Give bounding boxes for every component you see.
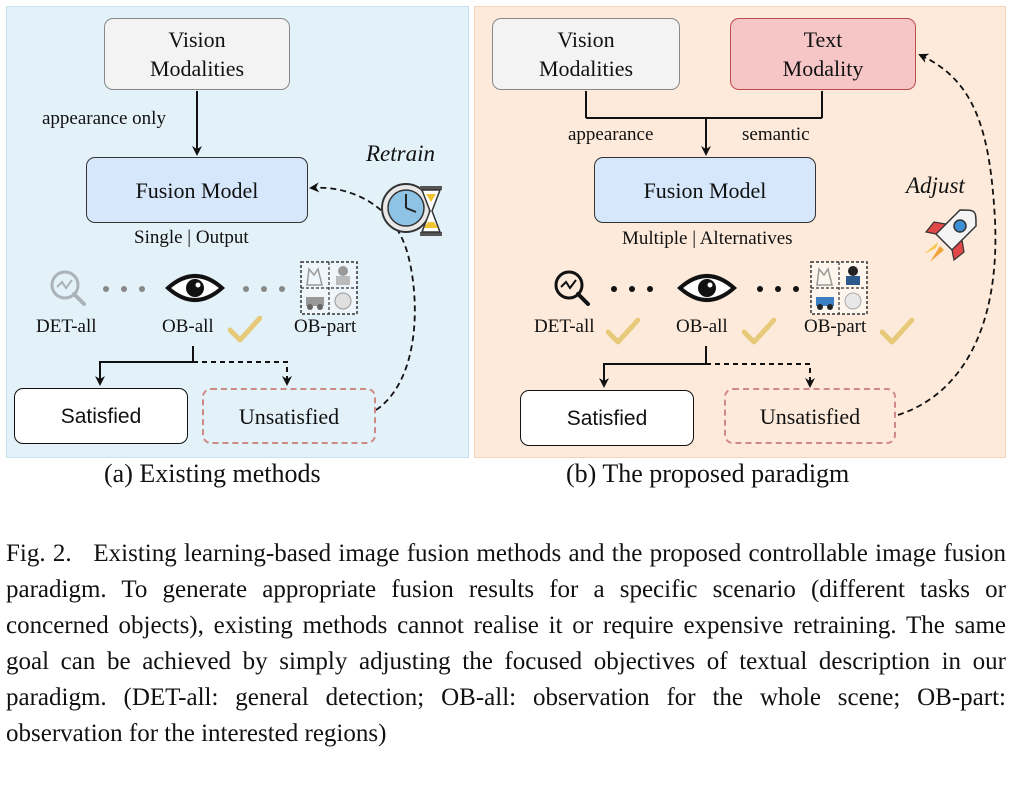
- semantic-label: semantic: [742, 124, 810, 145]
- text-modality-box: Text Modality: [730, 18, 916, 90]
- single-output-label: Single | Output: [134, 227, 249, 248]
- eye-icon: [165, 274, 225, 302]
- unsatisfied-box-a: Unsatisfied: [202, 388, 376, 444]
- rocket-icon: [924, 209, 977, 262]
- det-all-label-a: DET-all: [36, 316, 97, 337]
- vision-modalities-box-b: Vision Modalities: [492, 18, 680, 90]
- det-all-label-b: DET-all: [534, 316, 595, 337]
- ob-part-label-a: OB-part: [294, 316, 357, 337]
- image-grid-icon: [810, 261, 868, 315]
- ob-part-label-b: OB-part: [804, 316, 867, 337]
- ob-all-label-a: OB-all: [162, 316, 214, 337]
- fusion-model-box-b: Fusion Model: [594, 157, 816, 223]
- appearance-label-b: appearance: [568, 124, 654, 145]
- ob-all-label-b: OB-all: [676, 316, 728, 337]
- satisfied-box-b: Satisfied: [520, 390, 694, 446]
- check-icon: [606, 318, 640, 345]
- check-icon: [880, 318, 914, 345]
- image-grid-icon: [300, 261, 358, 315]
- figure-caption: Fig. 2. Existing learning-based image fu…: [6, 536, 1006, 752]
- subcaption-b: (b) The proposed paradigm: [566, 459, 850, 488]
- check-icon: [228, 316, 262, 343]
- figure-number: Fig. 2.: [6, 540, 72, 567]
- figure-caption-text: Existing learning-based image fusion met…: [6, 540, 1006, 747]
- fusion-model-box-a: Fusion Model: [86, 157, 308, 223]
- satisfied-box-a: Satisfied: [14, 388, 188, 444]
- unsatisfied-box-b: Unsatisfied: [724, 388, 896, 444]
- eye-icon: [677, 274, 737, 302]
- vision-modalities-box-a: Vision Modalities: [104, 18, 290, 90]
- check-icon: [742, 318, 776, 345]
- multiple-alternatives-label: Multiple | Alternatives: [622, 228, 793, 249]
- clock-hourglass-icon: [381, 183, 442, 236]
- search-icon: [50, 270, 86, 306]
- retrain-label: Retrain: [366, 141, 435, 166]
- search-icon: [554, 270, 590, 306]
- adjust-label: Adjust: [906, 173, 965, 198]
- appearance-only-label: appearance only: [42, 108, 166, 129]
- subcaption-a: (a) Existing methods: [104, 459, 321, 488]
